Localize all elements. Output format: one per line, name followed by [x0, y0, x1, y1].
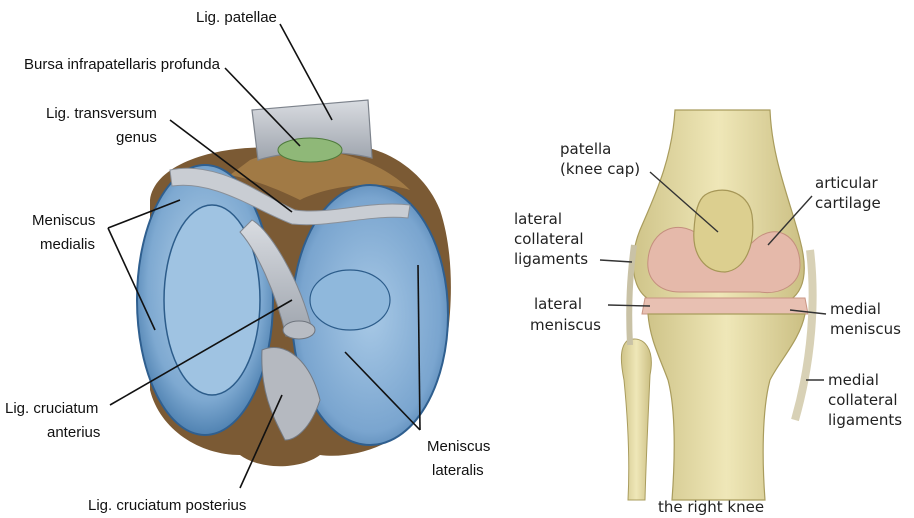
- label-lig-patellae: Lig. patellae: [196, 9, 277, 26]
- label-lig-cruciatum-anterius-line1: Lig. cruciatum: [5, 400, 98, 417]
- label-lateral-meniscus-line2: meniscus: [530, 316, 601, 334]
- label-lig-cruciatum-posterius: Lig. cruciatum posterius: [88, 497, 246, 514]
- label-medial-meniscus-line1: medial: [830, 300, 881, 318]
- leader-lateral-collateral: [600, 260, 632, 262]
- label-medial-collateral-line2: collateral: [828, 391, 898, 409]
- label-lig-transversum-line2: genus: [116, 129, 157, 146]
- label-lig-cruciatum-anterius-line2: anterius: [47, 424, 100, 441]
- label-articular-line1: articular: [815, 174, 879, 192]
- label-lateral-collateral-line3: ligaments: [514, 250, 588, 268]
- label-bursa: Bursa infrapatellaris profunda: [24, 56, 221, 73]
- label-medial-meniscus-line2: meniscus: [830, 320, 901, 338]
- label-lig-transversum-line1: Lig. transversum: [46, 105, 157, 122]
- label-medial-collateral-line3: ligaments: [828, 411, 902, 429]
- label-medial-collateral-line1: medial: [828, 371, 879, 389]
- tibia-shape: [648, 314, 805, 500]
- label-lateral-collateral-line1: lateral: [514, 210, 562, 228]
- bursa-shape: [278, 138, 342, 162]
- label-meniscus-medialis-line2: medialis: [40, 236, 95, 253]
- label-meniscus-medialis-line1: Meniscus: [32, 212, 95, 229]
- lateral-collateral-ligament-shape: [629, 245, 634, 345]
- label-patella-line2: (knee cap): [560, 160, 640, 178]
- acl-stump: [283, 321, 315, 339]
- label-patella-line1: patella: [560, 140, 611, 158]
- patella-shape: [694, 190, 753, 272]
- leader-lateral-meniscus: [608, 305, 650, 306]
- label-articular-line2: cartilage: [815, 194, 881, 212]
- lateral-tibial-surface: [310, 270, 390, 330]
- label-meniscus-lateralis-line1: Meniscus: [427, 438, 490, 455]
- fibula-shape: [621, 339, 651, 500]
- menisci-band: [642, 298, 808, 314]
- label-meniscus-lateralis-line2: lateralis: [432, 462, 484, 479]
- caption-right-knee: the right knee: [658, 498, 764, 516]
- label-lateral-collateral-line2: collateral: [514, 230, 584, 248]
- label-lateral-meniscus-line1: lateral: [534, 295, 582, 313]
- tibial-plateau-illustration: [108, 24, 451, 488]
